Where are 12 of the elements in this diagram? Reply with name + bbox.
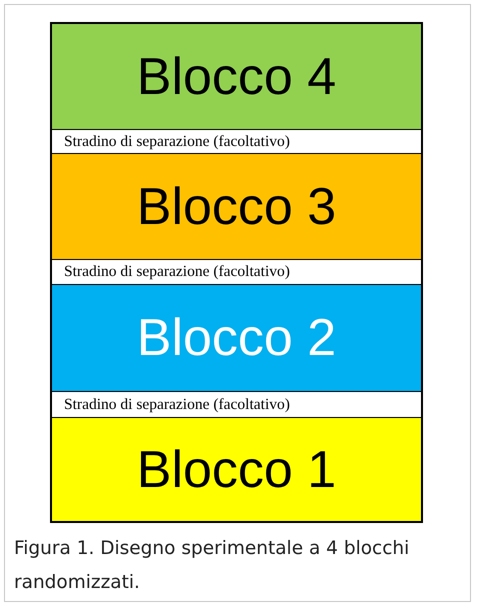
block-band bbox=[52, 417, 421, 521]
block-band bbox=[52, 153, 421, 259]
separator-label: Stradino di separazione (facoltativo) bbox=[64, 132, 290, 150]
figure-caption: Figura 1. Disegno sperimentale a 4 blocchi randomizzati. bbox=[14, 537, 410, 595]
block-band bbox=[52, 284, 421, 391]
block-label: Blocco 2 bbox=[136, 308, 336, 368]
separator-label: Stradino di separazione (facoltativo) bbox=[64, 396, 290, 414]
separator-label: Stradino di separazione (facoltativo) bbox=[64, 263, 290, 281]
block-label: Blocco 3 bbox=[136, 176, 336, 236]
block-label: Blocco 4 bbox=[136, 46, 336, 106]
block-label: Blocco 1 bbox=[136, 440, 336, 500]
block-band bbox=[52, 24, 421, 129]
